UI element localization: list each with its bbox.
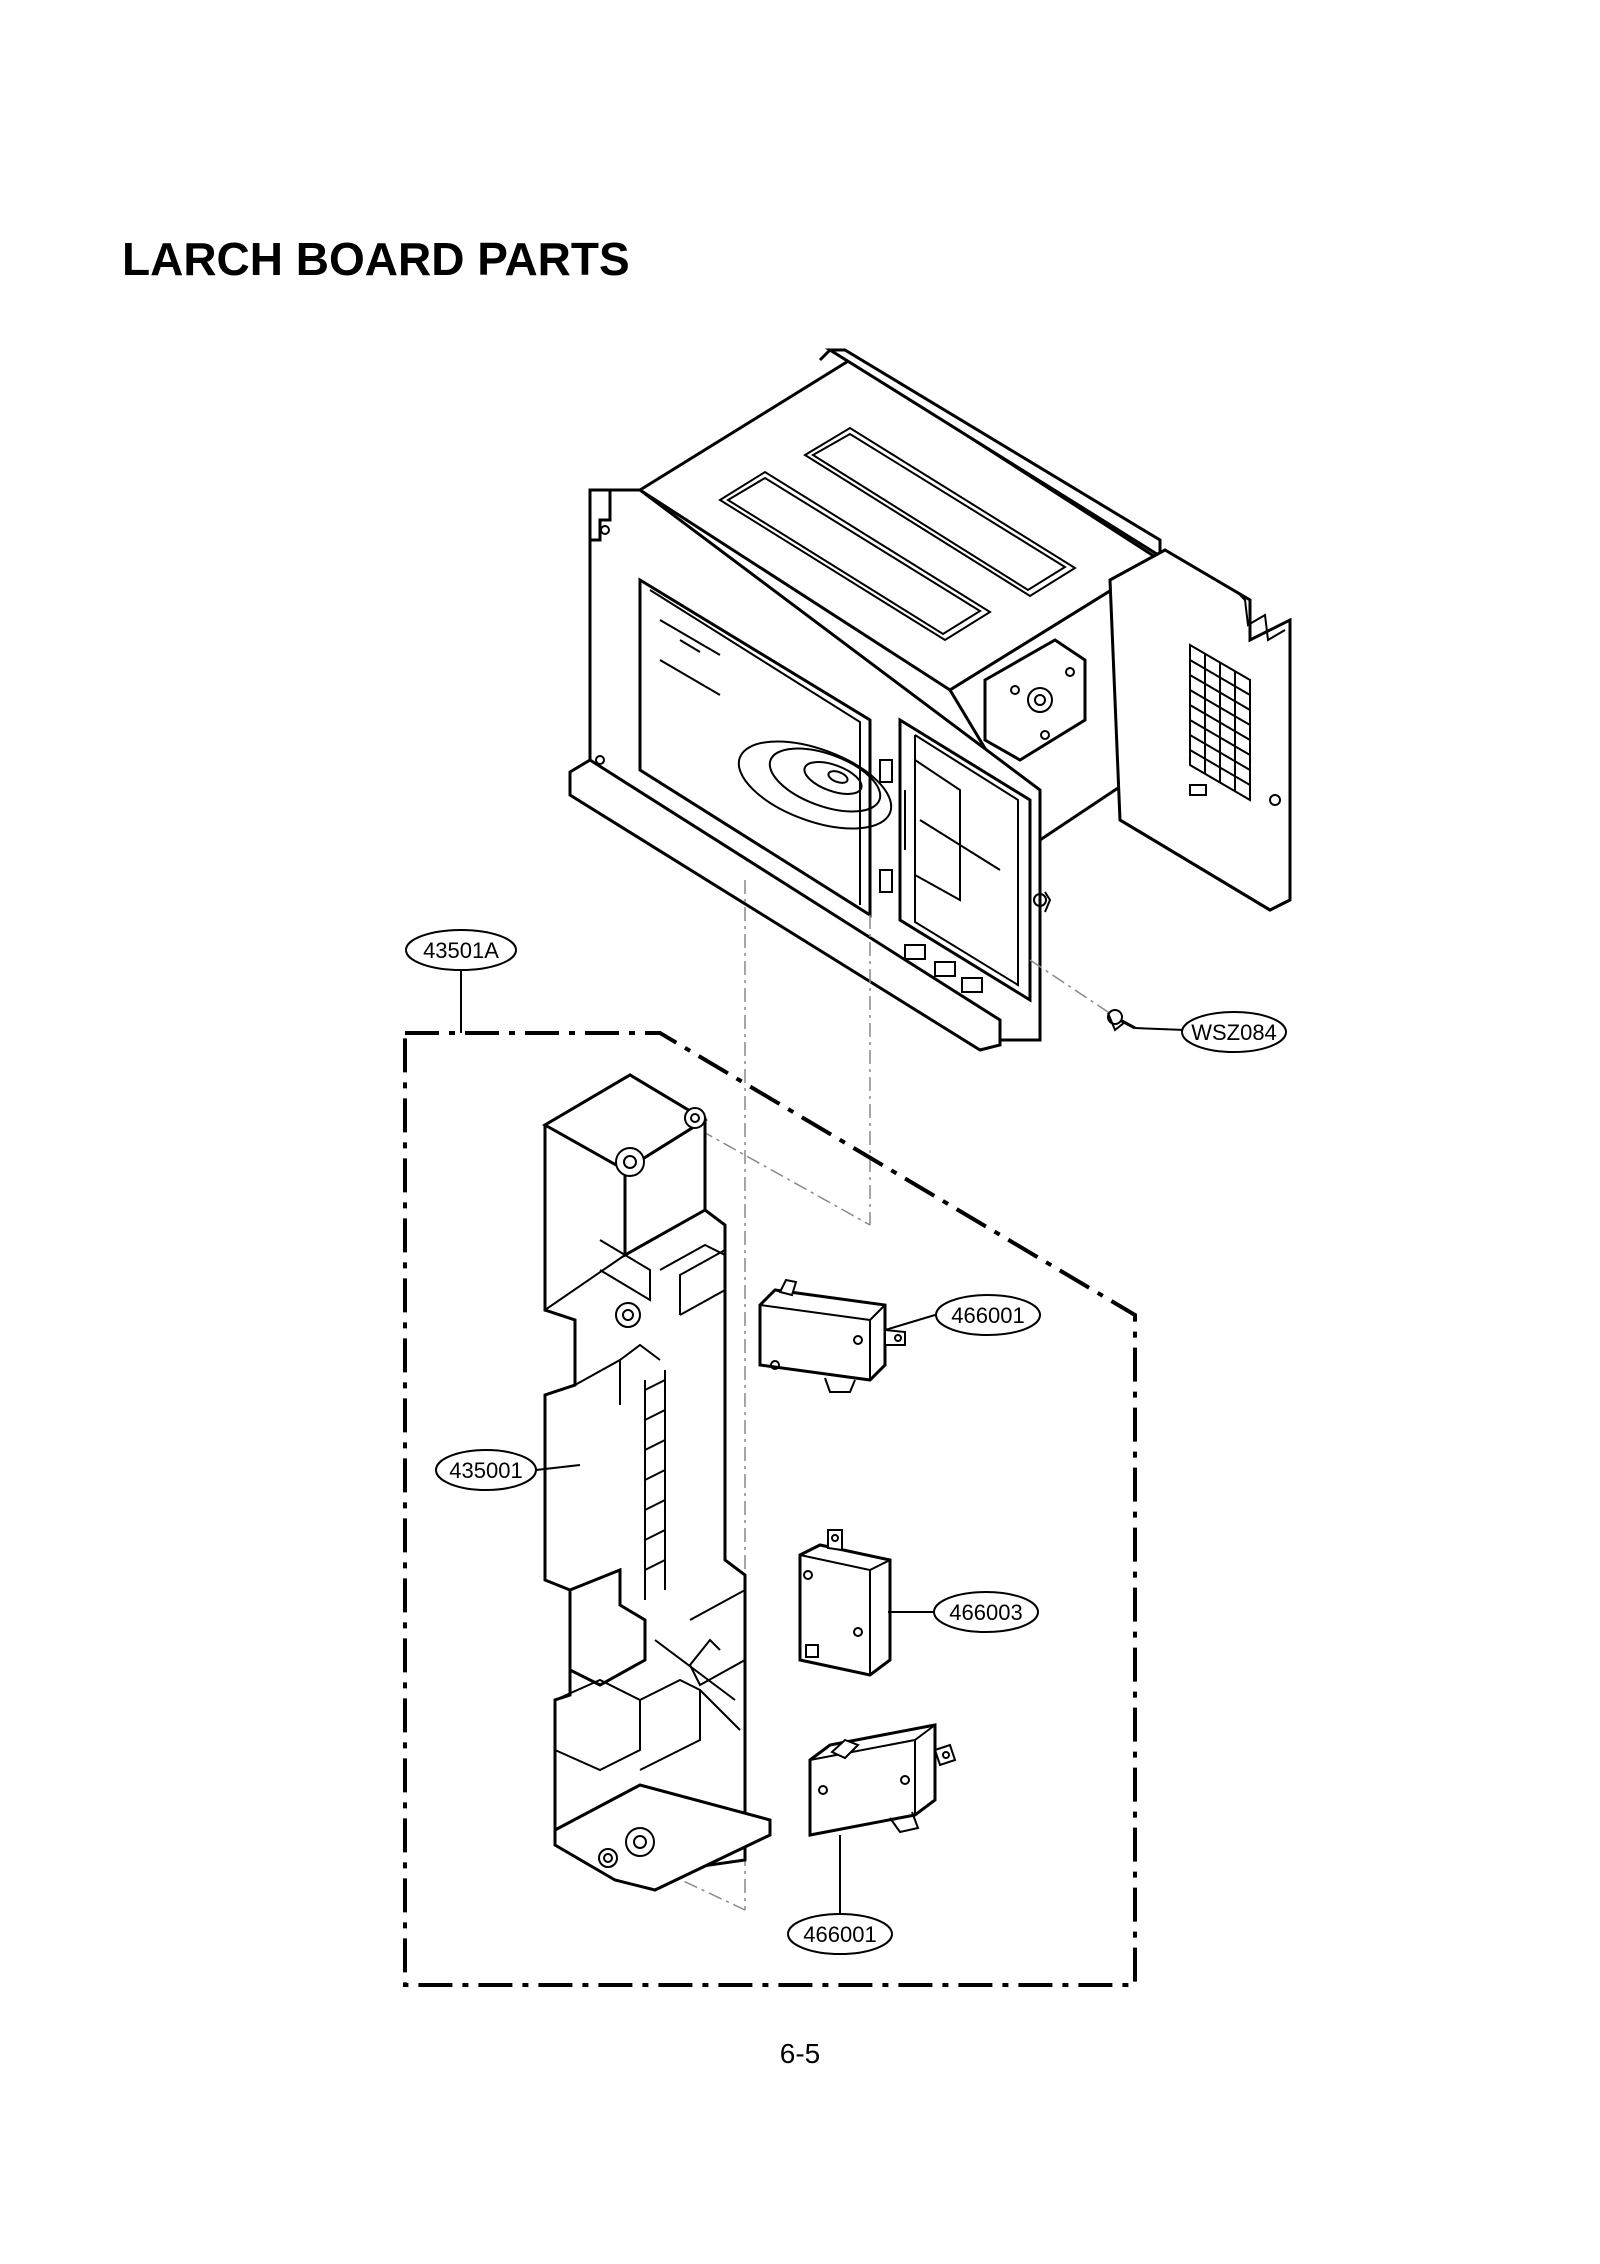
callout-43501a: 43501A [405,929,517,971]
callout-435001-label: 435001 [449,1458,522,1483]
callout-466001-top-label: 466001 [951,1303,1024,1328]
micro-switch-top [758,1278,906,1393]
callout-435001: 435001 [435,1449,537,1491]
screw-part [1107,1009,1136,1032]
callout-466001-top: 466001 [935,1294,1041,1336]
callout-466003: 466003 [933,1591,1039,1633]
micro-switch-middle [798,1529,892,1677]
callout-466003-label: 466003 [949,1600,1022,1625]
callout-43501a-label: 43501A [423,938,499,963]
callout-wsz084: WSZ084 [1181,1011,1287,1053]
callout-466001-bottom: 466001 [787,1913,893,1955]
callout-wsz084-label: WSZ084 [1191,1020,1277,1045]
micro-switch-bottom [808,1723,957,1837]
page-number: 6-5 [779,2038,821,2069]
page-title: LARCH BOARD PARTS [122,233,630,285]
assembly-boundary [403,1031,1137,1987]
leader-lines [460,970,1186,1915]
callout-466001-bottom-label: 466001 [803,1922,876,1947]
latch-board-part [541,1073,772,1892]
oven-cavity-assembly [568,348,1292,1052]
